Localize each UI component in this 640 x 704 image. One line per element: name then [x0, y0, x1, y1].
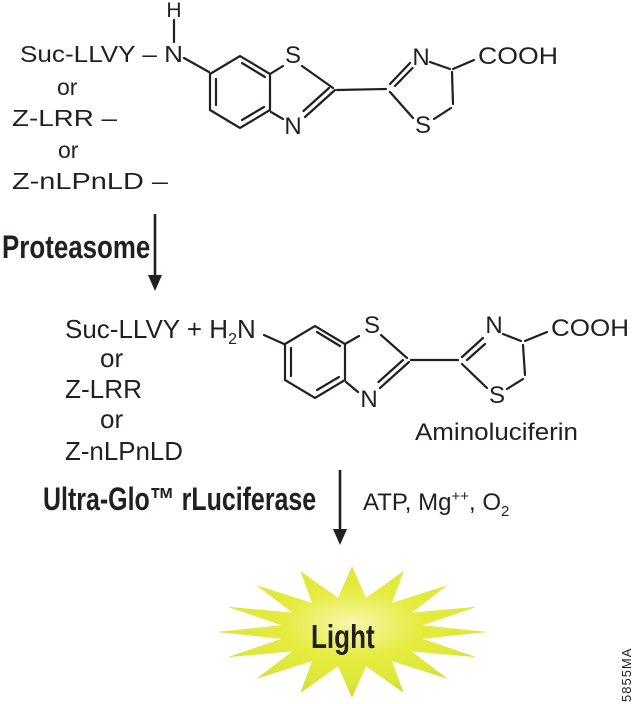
- aminoluciferin-label: Aminoluciferin: [415, 419, 578, 446]
- proteasome-arrow-head: [148, 275, 162, 291]
- nitrogen-thiazole-label: N: [284, 113, 301, 140]
- proteasome-label: Proteasome: [2, 231, 150, 266]
- product-list: Suc-LLVY + H2N or Z-LRR or Z-nLPnLD: [65, 314, 256, 466]
- product-line-3: Z-nLPnLD: [65, 436, 183, 466]
- product-or-2: or: [100, 404, 123, 434]
- product-line-1-amine-n: N: [237, 314, 256, 344]
- product-line-2: Z-LRR: [65, 374, 142, 404]
- nitrogen-thiazoline-label: N: [412, 44, 429, 71]
- substrate-or-2: or: [58, 137, 79, 163]
- product-bonds: [262, 324, 549, 400]
- cofactors-label: ATP, Mg++, O2: [363, 488, 509, 520]
- figure-code-label: 5855MA: [619, 648, 634, 702]
- product-line-1-subscript: 2: [228, 331, 237, 348]
- sulfur-thiazole-label: S: [285, 42, 301, 69]
- product-structure: S N N S COOH Aminoluciferin: [262, 312, 629, 446]
- product-cooh-label: COOH: [551, 315, 629, 342]
- proteasome-step: Proteasome: [2, 214, 162, 291]
- cofactors-superscript: ++: [451, 488, 469, 505]
- product-nitrogen-thiazoline-label: N: [485, 312, 502, 339]
- cofactors-atp-mg: ATP, Mg: [363, 489, 451, 516]
- substrate-line-1: Suc-LLVY – N: [20, 41, 183, 67]
- light-burst: Light: [217, 566, 487, 698]
- luciferase-step: Ultra-Glo™ rLuciferase ATP, Mg++, O2: [43, 470, 509, 545]
- cooh-label: COOH: [478, 43, 558, 70]
- product-sulfur-thiazoline-label: S: [489, 382, 505, 409]
- substrate-list: Suc-LLVY – N or Z-LRR – or Z-nLPnLD –: [12, 41, 183, 194]
- hydrogen-label: H: [166, 0, 181, 22]
- cofactors-subscript: 2: [501, 503, 509, 520]
- light-starburst: [217, 566, 487, 698]
- product-nitrogen-thiazole-label: N: [360, 386, 377, 413]
- light-label: Light: [311, 619, 375, 656]
- substrate-structure: H S N N S COOH: [166, 0, 558, 140]
- luciferase-label: Ultra-Glo™ rLuciferase: [43, 482, 316, 518]
- luciferase-arrow-head: [333, 529, 347, 545]
- product-line-1-main: Suc-LLVY + H: [65, 314, 228, 344]
- sulfur-thiazoline-label: S: [415, 112, 431, 139]
- product-sulfur-thiazole-label: S: [364, 312, 380, 339]
- product-line-1: Suc-LLVY + H2N: [65, 314, 256, 348]
- substrate-bonds: [172, 18, 476, 130]
- cofactors-oxygen: , O: [469, 489, 501, 516]
- substrate-or-1: or: [57, 74, 78, 100]
- substrate-line-2: Z-LRR –: [12, 105, 117, 131]
- product-or-1: or: [100, 343, 123, 373]
- substrate-line-3: Z-nLPnLD –: [12, 168, 168, 194]
